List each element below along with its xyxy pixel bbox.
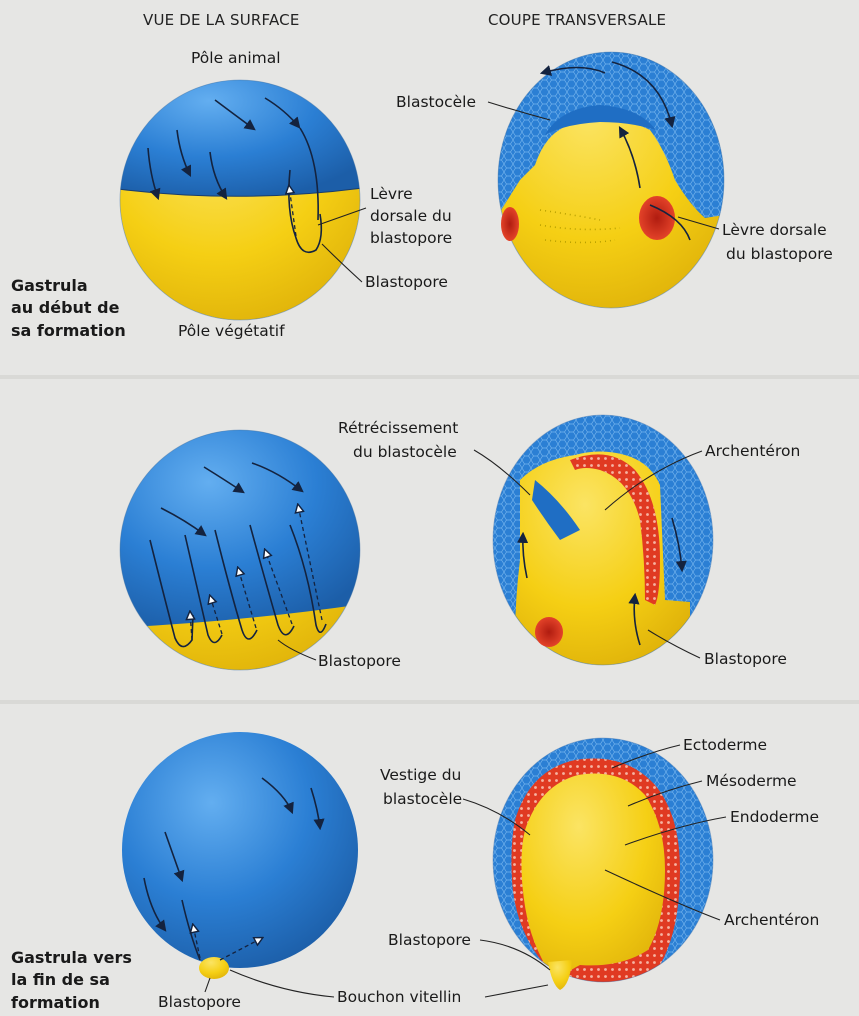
late-gastrula-surface bbox=[122, 732, 358, 968]
label-blastopore-4: Blastopore bbox=[158, 993, 241, 1011]
stage-late-l1: Gastrula vers bbox=[11, 948, 132, 967]
label-archenteron-1: Archentéron bbox=[705, 442, 800, 460]
leader-blastopore-4 bbox=[205, 978, 210, 992]
levre-red-left bbox=[501, 207, 519, 241]
label-levre-l1: Lèvre bbox=[370, 185, 413, 203]
late-gastrula-section bbox=[493, 738, 713, 985]
label-levre-l3: blastopore bbox=[370, 229, 452, 247]
stage-late-l3: formation bbox=[11, 993, 100, 1012]
label-blastopore-2: Blastopore bbox=[318, 652, 401, 670]
divider-top bbox=[0, 375, 859, 379]
mid-levre-red bbox=[535, 617, 563, 647]
label-bouchon-vitellin: Bouchon vitellin bbox=[337, 988, 461, 1006]
yolk-plug-surface bbox=[199, 957, 229, 979]
label-pole-vegetatif: Pôle végétatif bbox=[178, 322, 285, 340]
label-blastopore-1: Blastopore bbox=[365, 273, 448, 291]
label-levre-dorsale-l2: du blastopore bbox=[726, 245, 833, 263]
stage-late-l2: la fin de sa bbox=[11, 970, 110, 989]
label-archenteron-2: Archentéron bbox=[724, 911, 819, 929]
early-gastrula-section bbox=[498, 52, 724, 308]
divider-bottom bbox=[0, 700, 859, 704]
label-mesoderme: Mésoderme bbox=[706, 772, 797, 790]
label-blastopore-5: Blastopore bbox=[388, 931, 471, 949]
label-pole-animal: Pôle animal bbox=[191, 49, 281, 67]
mid-gastrula-section bbox=[493, 415, 713, 665]
stage-early-l2: au début de bbox=[11, 298, 120, 317]
leader-bouchon-right bbox=[485, 985, 548, 997]
label-endoderme: Endoderme bbox=[730, 808, 819, 826]
label-retrecissement-l1: Rétrécissement bbox=[338, 419, 458, 437]
yolk-plug-section bbox=[548, 960, 572, 990]
label-levre-dorsale-l1: Lèvre dorsale bbox=[722, 221, 827, 239]
leader-bouchon-left bbox=[230, 970, 334, 997]
label-levre-l2: dorsale du bbox=[370, 207, 452, 225]
label-retrecissement-l2: du blastocèle bbox=[353, 443, 457, 461]
levre-red-right bbox=[639, 196, 675, 240]
header-cross-section: COUPE TRANSVERSALE bbox=[488, 11, 666, 29]
stage-early-l1: Gastrula bbox=[11, 276, 88, 295]
stage-early-l3: sa formation bbox=[11, 321, 126, 340]
label-blastopore-3: Blastopore bbox=[704, 650, 787, 668]
mid-gastrula-surface bbox=[110, 420, 370, 670]
early-gastrula-surface bbox=[110, 60, 370, 320]
label-vestige-l1: Vestige du bbox=[380, 766, 461, 784]
header-surface-view: VUE DE LA SURFACE bbox=[143, 11, 300, 29]
label-blastocele: Blastocèle bbox=[396, 93, 476, 111]
label-ectoderme: Ectoderme bbox=[683, 736, 767, 754]
label-vestige-l2: blastocèle bbox=[383, 790, 462, 808]
